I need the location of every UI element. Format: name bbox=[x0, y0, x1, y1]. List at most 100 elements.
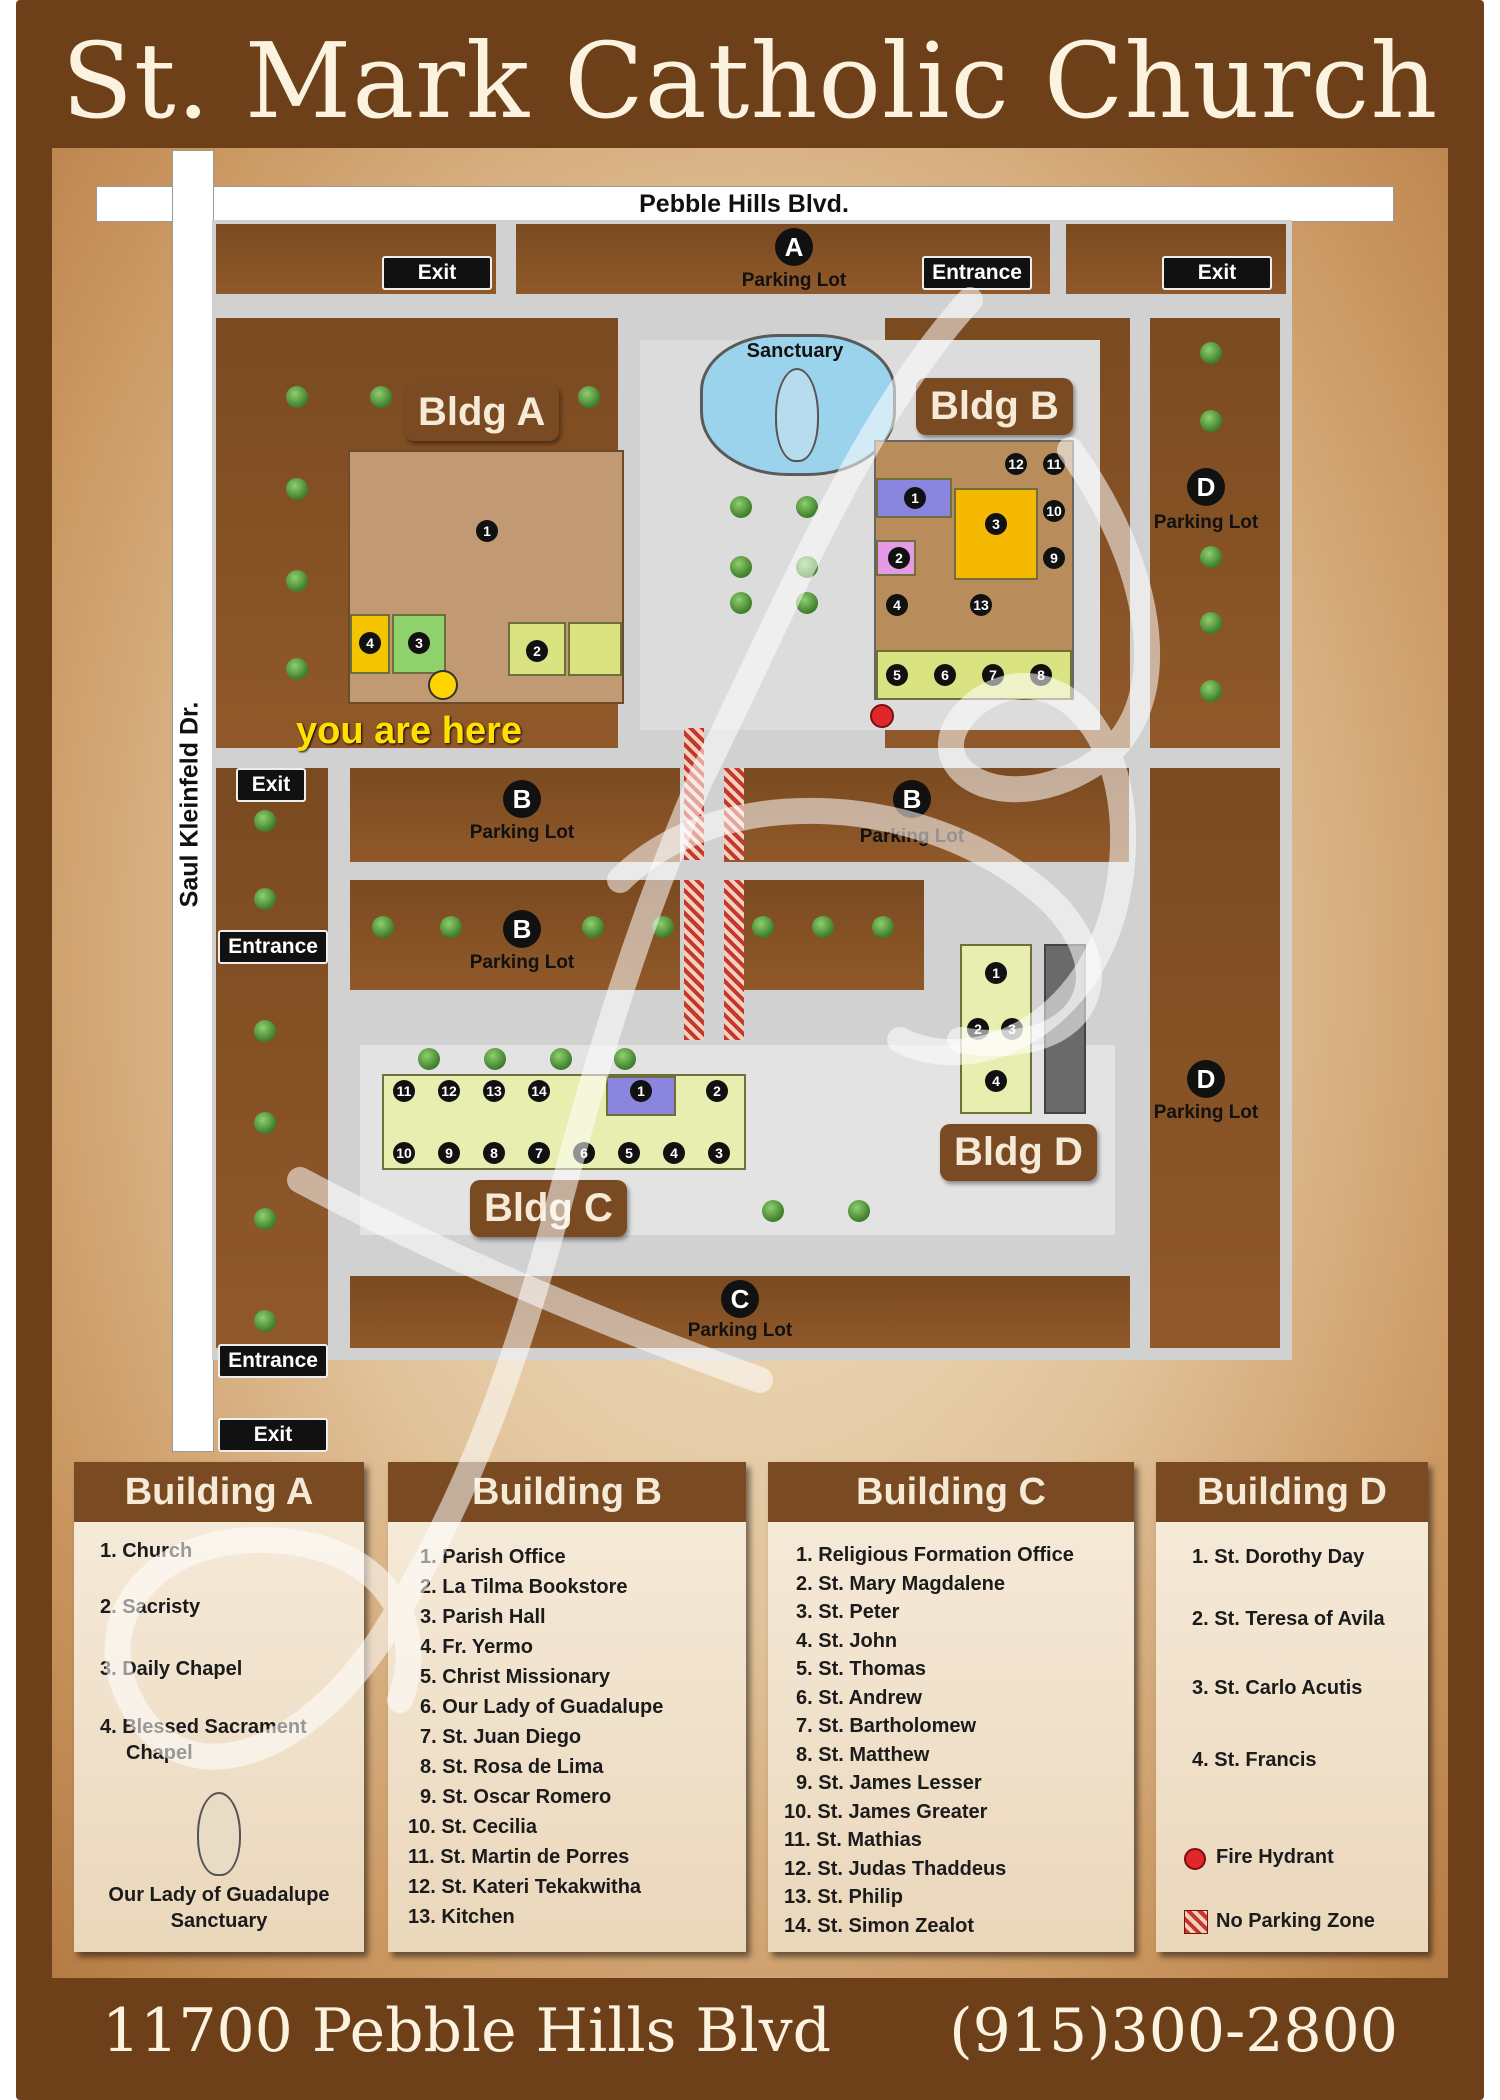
legend-d-title: Building D bbox=[1156, 1462, 1428, 1522]
footer: 11700 Pebble Hills Blvd (915)300-2800 bbox=[16, 1996, 1484, 2066]
lot-a-badge: A bbox=[775, 228, 813, 266]
fire-hydrant-icon bbox=[870, 704, 894, 728]
legend-c-item: 1. Religious Formation Office bbox=[796, 1544, 1074, 1566]
room-number: 1 bbox=[476, 520, 498, 542]
footer-address: 11700 Pebble Hills Blvd bbox=[101, 1996, 832, 2066]
tree-icon bbox=[254, 810, 276, 832]
legend-b-item: 1. Parish Office bbox=[420, 1546, 566, 1568]
building-a-label: Bldg A bbox=[404, 384, 560, 441]
tree-icon bbox=[578, 386, 600, 408]
legend-c-item: 11. St. Mathias bbox=[784, 1829, 922, 1851]
room-number: 2 bbox=[888, 547, 910, 569]
entrance-gate: Entrance bbox=[218, 930, 328, 964]
room-number: 7 bbox=[528, 1142, 550, 1164]
room-number: 14 bbox=[528, 1080, 550, 1102]
lot-c-badge: C bbox=[721, 1280, 759, 1318]
room-number: 12 bbox=[438, 1080, 460, 1102]
entrance-gate: Entrance bbox=[218, 1344, 328, 1378]
tree-icon bbox=[254, 1112, 276, 1134]
legend-c-item: 7. St. Bartholomew bbox=[796, 1715, 977, 1737]
room-number: 4 bbox=[663, 1142, 685, 1164]
tree-icon bbox=[484, 1048, 506, 1070]
room-number: 1 bbox=[985, 962, 1007, 984]
room-number: 9 bbox=[438, 1142, 460, 1164]
tree-icon bbox=[730, 556, 752, 578]
tree-icon bbox=[254, 1208, 276, 1230]
legend-b-item: 6. Our Lady of Guadalupe bbox=[420, 1696, 664, 1718]
street-pebble-hills-label: Pebble Hills Blvd. bbox=[639, 190, 849, 218]
guadalupe-icon bbox=[197, 1792, 241, 1876]
tree-icon bbox=[1200, 342, 1222, 364]
tree-icon bbox=[254, 1020, 276, 1042]
lot-a-label: Parking Lot bbox=[741, 270, 847, 291]
tree-icon bbox=[848, 1200, 870, 1222]
legend-building-c: Building C 1. Religious Formation Office… bbox=[768, 1462, 1134, 1952]
you-are-here-label: you are here bbox=[296, 710, 522, 752]
lot-west-strip bbox=[216, 768, 328, 1348]
room-number: 13 bbox=[970, 594, 992, 616]
lot-d-label: Parking Lot bbox=[1153, 1102, 1259, 1123]
tree-icon bbox=[286, 478, 308, 500]
room-number: 12 bbox=[1005, 453, 1027, 475]
legend-b-item: 7. St. Juan Diego bbox=[420, 1726, 582, 1748]
legend-d-item: 3. St. Carlo Acutis bbox=[1192, 1677, 1363, 1699]
room-number: 1 bbox=[630, 1080, 652, 1102]
tree-icon bbox=[550, 1048, 572, 1070]
room-number: 2 bbox=[526, 640, 548, 662]
legend-no-parking-label: No Parking Zone bbox=[1216, 1910, 1375, 1932]
no-parking-zone bbox=[724, 880, 744, 1040]
tree-icon bbox=[1200, 546, 1222, 568]
exit-gate: Exit bbox=[1162, 256, 1272, 290]
sanctuary-label: Sanctuary bbox=[746, 340, 844, 362]
map-title: St. Mark Catholic Church bbox=[61, 20, 1439, 142]
building-d-label: Bldg D bbox=[940, 1124, 1097, 1181]
tree-icon bbox=[254, 1310, 276, 1332]
tree-icon bbox=[286, 570, 308, 592]
room-number: 6 bbox=[934, 664, 956, 686]
tree-icon bbox=[730, 496, 752, 518]
lot-b-label: Parking Lot bbox=[469, 952, 575, 973]
room-number: 11 bbox=[393, 1080, 415, 1102]
tree-icon bbox=[614, 1048, 636, 1070]
lot-d-label: Parking Lot bbox=[1153, 512, 1259, 533]
tree-icon bbox=[1200, 612, 1222, 634]
parking-lot-d-north bbox=[1150, 318, 1280, 748]
lot-b-badge: B bbox=[503, 910, 541, 948]
room-number: 5 bbox=[618, 1142, 640, 1164]
tree-icon bbox=[762, 1200, 784, 1222]
legend-b-item: 5. Christ Missionary bbox=[420, 1666, 611, 1688]
legend-c-item: 2. St. Mary Magdalene bbox=[796, 1572, 1005, 1595]
entrance-gate: Entrance bbox=[922, 256, 1032, 290]
tree-icon bbox=[286, 386, 308, 408]
lot-d-badge: D bbox=[1187, 1060, 1225, 1098]
lot-b-badge: B bbox=[503, 780, 541, 818]
legend-c-item: 13. St. Philip bbox=[784, 1886, 903, 1908]
legend-c-item: 10. St. James Greater bbox=[784, 1800, 988, 1823]
legend-c-title: Building C bbox=[768, 1462, 1134, 1522]
legend-a-item: 3. Daily Chapel bbox=[100, 1658, 243, 1680]
legend-b-item: 8. St. Rosa de Lima bbox=[420, 1756, 604, 1778]
legend-d-item: 2. St. Teresa of Avila bbox=[1192, 1608, 1385, 1630]
room-number: 11 bbox=[1043, 453, 1065, 475]
street-saul-kleinfeld bbox=[172, 150, 214, 1452]
tree-icon bbox=[752, 916, 774, 938]
legend-c-item: 12. St. Judas Thaddeus bbox=[784, 1857, 1007, 1880]
legend-c-item: 3. St. Peter bbox=[796, 1601, 900, 1623]
legend-building-d: Building D 1. St. Dorothy Day 2. St. Ter… bbox=[1156, 1462, 1428, 1952]
legend-b-item: 10. St. Cecilia bbox=[408, 1816, 537, 1838]
tree-icon bbox=[796, 496, 818, 518]
legend-d-item: 4. St. Francis bbox=[1192, 1749, 1317, 1771]
tree-icon bbox=[440, 916, 462, 938]
room-number: 10 bbox=[393, 1142, 415, 1164]
lot-c-label: Parking Lot bbox=[687, 1320, 793, 1341]
legend-c-item: 9. St. James Lesser bbox=[796, 1772, 982, 1794]
no-parking-zone-icon bbox=[1184, 1910, 1208, 1934]
tree-icon bbox=[730, 592, 752, 614]
exit-gate: Exit bbox=[218, 1418, 328, 1452]
room-number: 2 bbox=[706, 1080, 728, 1102]
legend-b-item: 2. La Tilma Bookstore bbox=[420, 1576, 628, 1598]
room-number: 1 bbox=[904, 487, 926, 509]
restroom bbox=[568, 622, 622, 676]
